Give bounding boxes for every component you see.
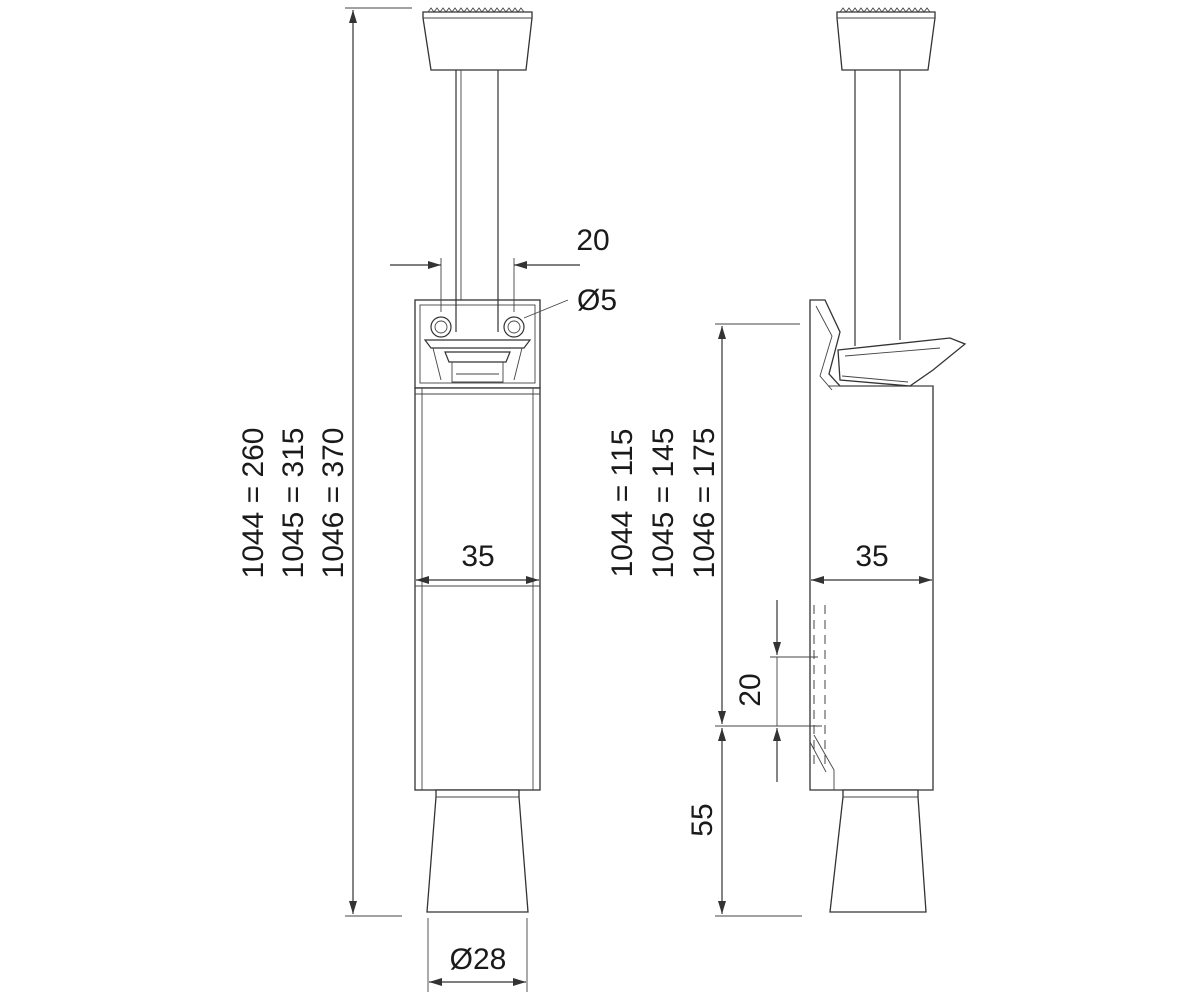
foot-diameter-label: Ø28 bbox=[450, 943, 507, 976]
main-body bbox=[414, 387, 541, 791]
hole-diameter-label: Ø5 bbox=[577, 284, 617, 317]
side-step-label: 20 bbox=[734, 673, 767, 706]
side-height-label-3: 1046 = 175 bbox=[688, 428, 721, 579]
top-rubber-cap bbox=[422, 7, 533, 71]
side-step-dimension bbox=[770, 600, 818, 782]
foot-diameter-dimension bbox=[427, 918, 528, 992]
plunger-rod bbox=[455, 70, 499, 332]
side-view: 1044 = 115 1045 = 145 1046 = 175 35 20 5… bbox=[606, 7, 967, 917]
release-lever bbox=[837, 337, 967, 387]
front-width-label: 35 bbox=[461, 540, 494, 573]
hole-spacing-dimension bbox=[390, 258, 580, 312]
mounting-head bbox=[414, 299, 541, 389]
side-rubber-foot bbox=[829, 789, 927, 913]
total-length-dimension bbox=[345, 7, 412, 917]
bottom-rubber-foot bbox=[426, 789, 529, 913]
total-length-label-3: 1046 = 370 bbox=[317, 428, 350, 579]
side-width-label: 35 bbox=[855, 540, 888, 573]
hidden-slide-detail bbox=[809, 605, 835, 790]
side-height-label-1: 1044 = 115 bbox=[606, 429, 639, 578]
side-height-label-2: 1045 = 145 bbox=[647, 428, 680, 579]
side-plunger-rod bbox=[854, 70, 901, 346]
side-top-rubber-cap bbox=[836, 7, 936, 71]
hole-spacing-label: 20 bbox=[576, 224, 609, 257]
total-length-label-2: 1045 = 315 bbox=[277, 428, 310, 579]
side-height-dimension bbox=[715, 323, 822, 917]
total-length-label-1: 1044 = 260 bbox=[237, 428, 270, 579]
front-view: 1044 = 260 1045 = 315 1046 = 370 20 Ø5 3… bbox=[237, 7, 617, 992]
hole-leader-line bbox=[523, 299, 569, 319]
side-foot-height-label: 55 bbox=[686, 803, 719, 836]
